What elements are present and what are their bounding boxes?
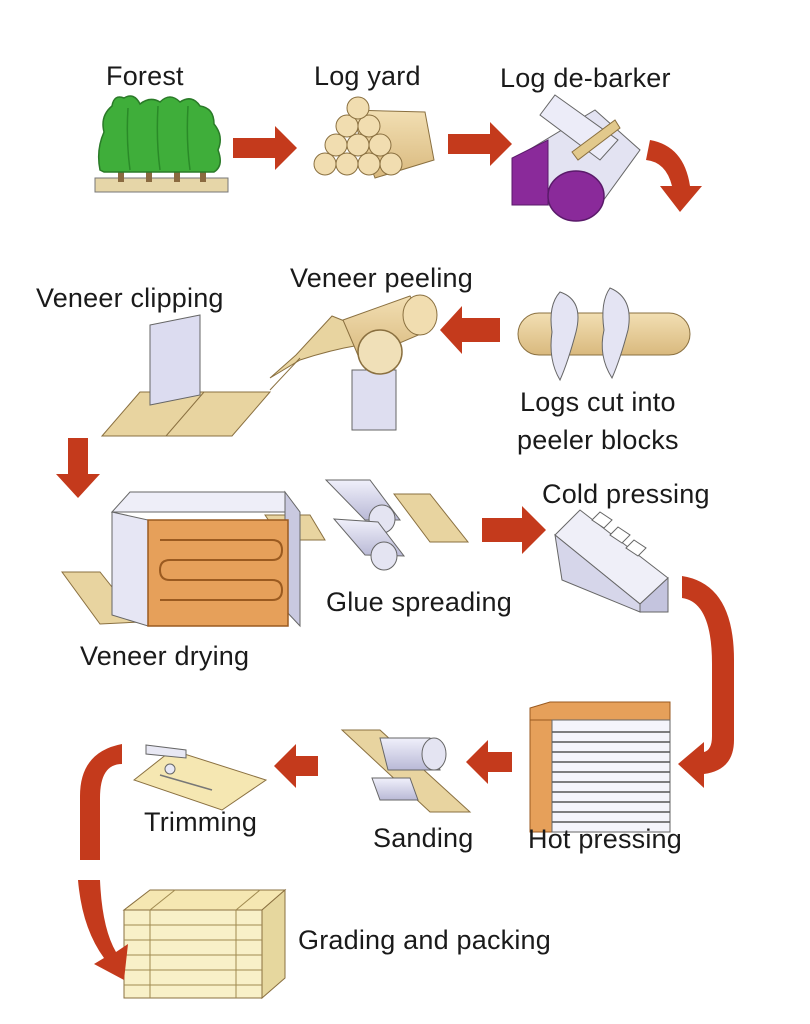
arrow-left-icon	[274, 744, 318, 788]
trimming-icon	[132, 744, 268, 811]
log-pile-icon	[313, 96, 435, 179]
step-label-veneer-drying: Veneer drying	[80, 641, 250, 671]
debarker-icon	[511, 94, 641, 222]
step-label-trimming: Trimming	[144, 807, 258, 837]
step-label-cold-pressing: Cold pressing	[542, 479, 710, 509]
packing-crate-icon	[122, 888, 287, 1000]
arrow-left-icon	[466, 740, 512, 784]
step-label-hot-pressing: Hot pressing	[528, 824, 682, 854]
arrow-down-icon	[56, 438, 100, 498]
step-label-peeler-blocks: Logs cut into peeler blocks	[517, 387, 679, 455]
veneer-clipping-icon	[100, 314, 301, 437]
glue-spreader-icon	[324, 479, 470, 571]
arrow-right-icon	[482, 506, 546, 554]
arrow-right-icon	[448, 122, 512, 166]
step-label-sanding: Sanding	[373, 823, 474, 853]
step-label-glue-spreading: Glue spreading	[326, 587, 512, 617]
forest-icon	[94, 95, 229, 193]
arrow-down-curved-icon	[678, 576, 734, 788]
hot-press-icon	[529, 701, 671, 833]
step-label-log-yard: Log yard	[314, 61, 421, 91]
step-label-forest: Forest	[106, 61, 184, 91]
step-label-veneer-clipping: Veneer clipping	[36, 283, 224, 313]
cold-press-icon	[554, 509, 669, 613]
arrow-down-curved-icon	[646, 140, 702, 212]
arrow-right-icon	[233, 126, 297, 170]
peeler-blocks-icon	[517, 287, 691, 382]
sanding-icon	[340, 729, 472, 813]
arrow-down-curved-icon	[80, 744, 122, 860]
veneer-peeling-icon	[269, 294, 438, 431]
arrow-down-curved-icon	[78, 880, 128, 980]
step-label-log-debarker: Log de-barker	[500, 63, 671, 93]
veneer-dryer-icon	[61, 490, 326, 628]
step-label-grading-packing: Grading and packing	[298, 925, 551, 955]
arrow-left-icon	[440, 306, 500, 354]
step-label-veneer-peeling: Veneer peeling	[290, 263, 473, 293]
